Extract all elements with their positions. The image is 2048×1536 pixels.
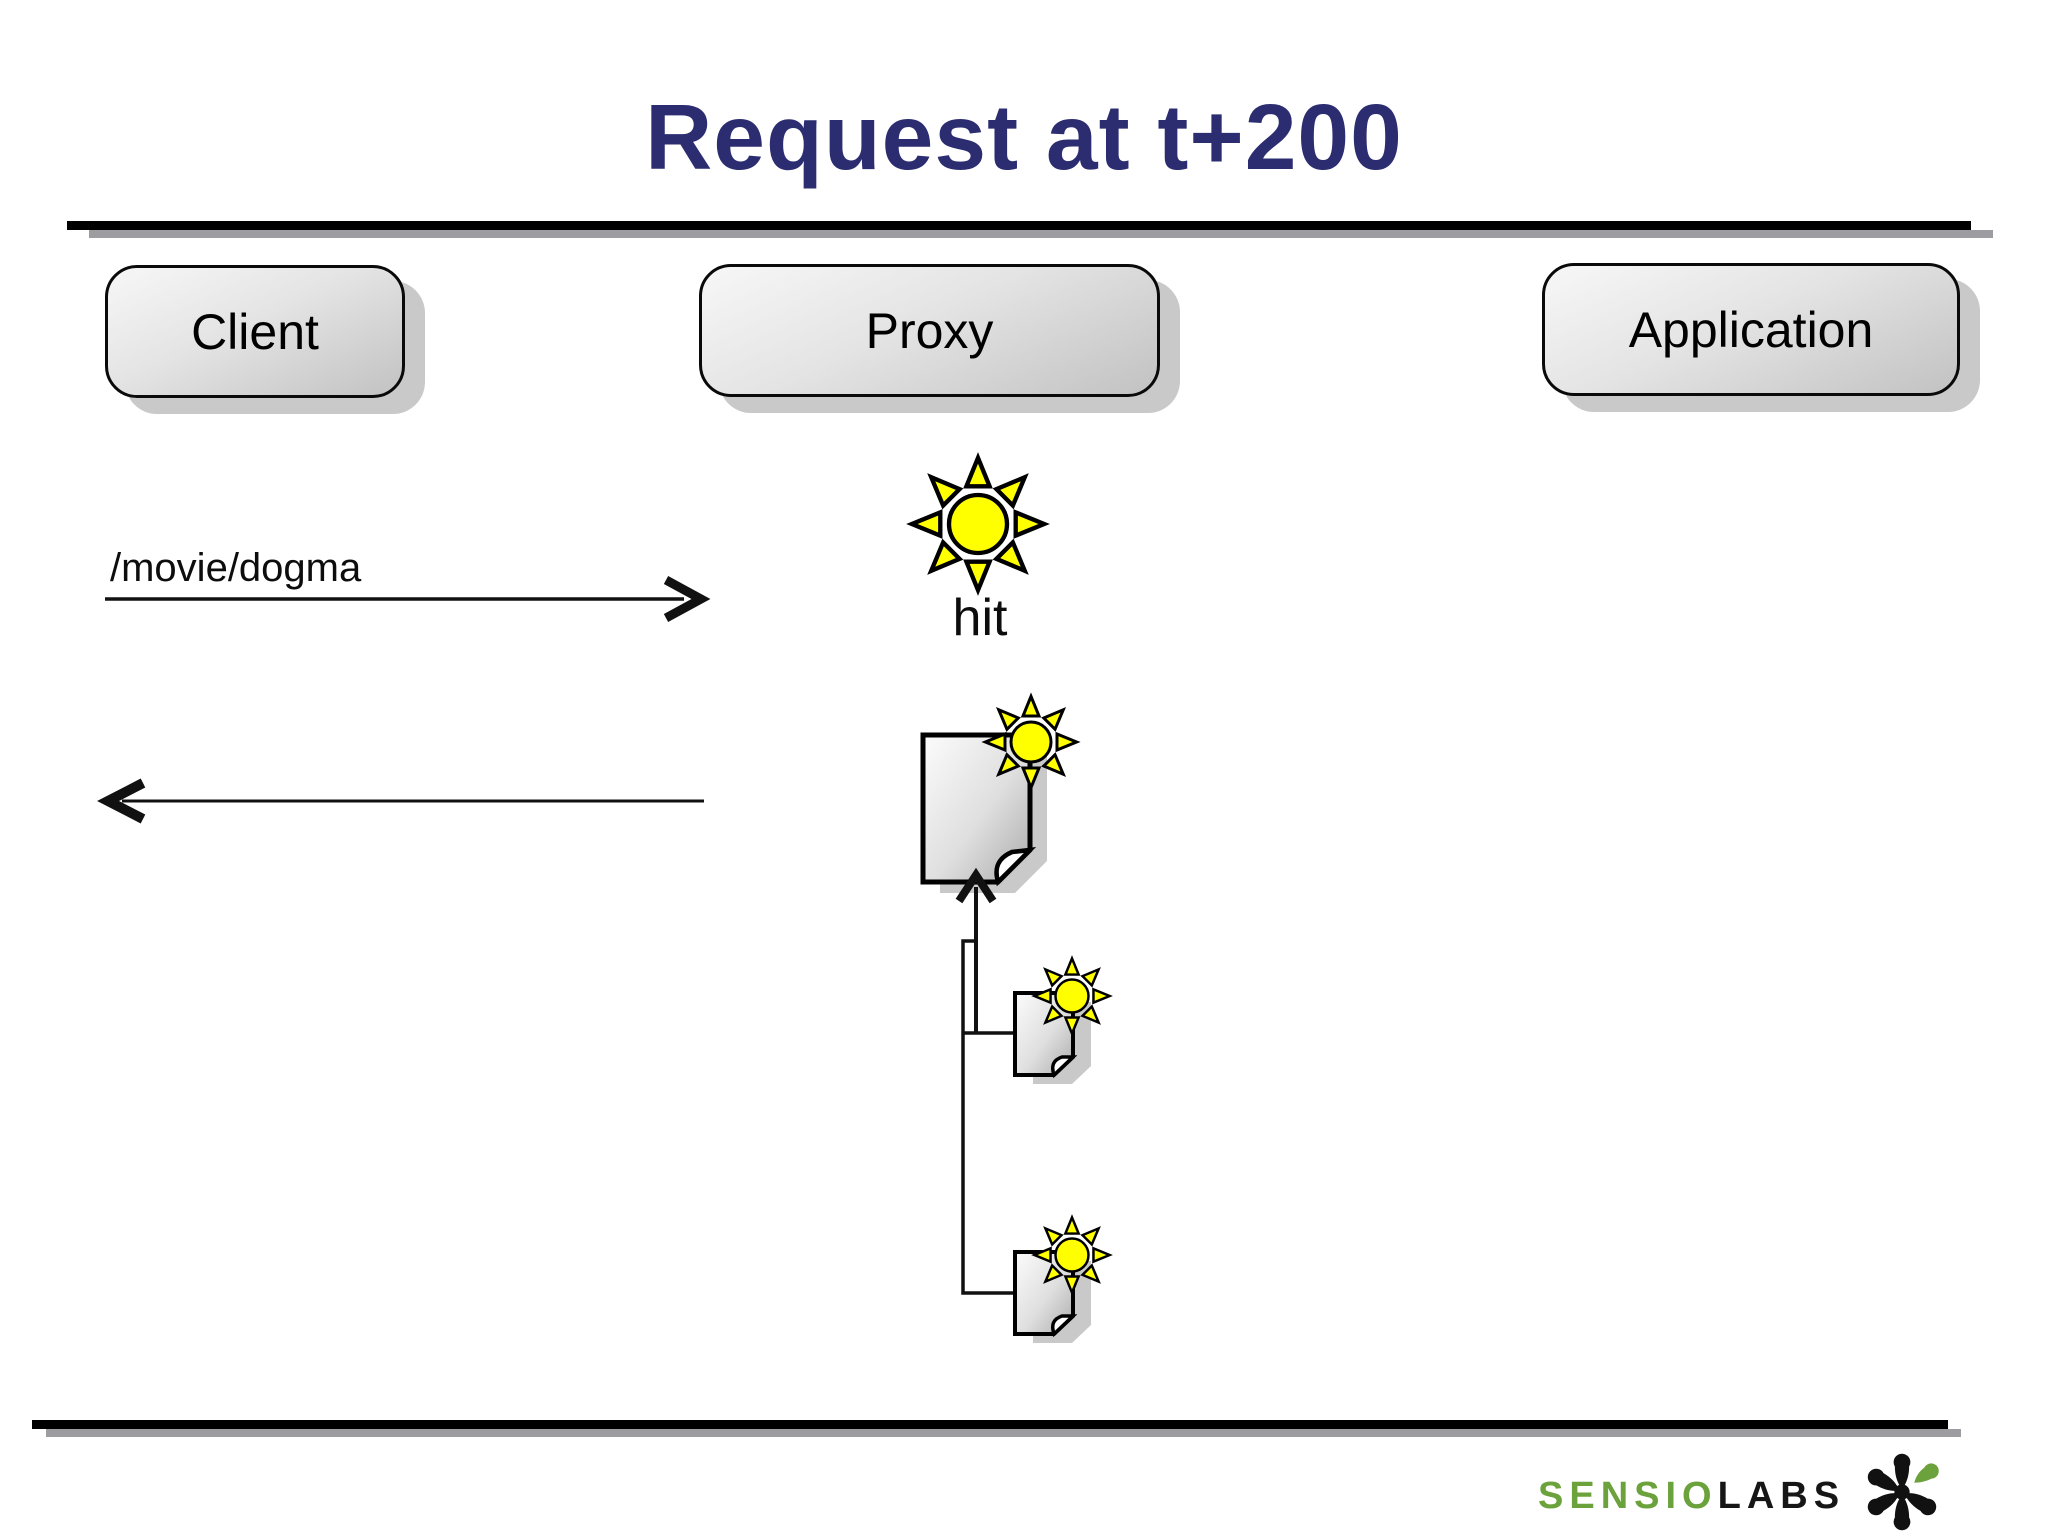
node-application-label: Application [1628,301,1874,358]
sun-icon-fragment-2 [1033,1216,1111,1294]
node-client: Client [105,265,405,398]
bottom-rule [32,1420,1948,1429]
logo-leaf [1914,1463,1939,1483]
response-arrow [97,778,704,824]
request-path-label: /movie/dogma [110,546,362,590]
sun-icon-cached-page [983,694,1079,790]
bottom-rule-shadow [46,1429,1961,1437]
node-application: Application [1542,263,1960,396]
top-rule [67,221,1971,230]
fragment-tree-connectors [955,867,1015,1295]
sun-icon-proxy-hit [912,458,1044,590]
node-proxy: Proxy [699,264,1160,397]
node-proxy-label: Proxy [865,302,994,359]
logo-text-labs: LABS [1717,1475,1846,1517]
node-client-label: Client [191,303,319,360]
slide-title: Request at t+200 [645,85,1403,189]
sun-icon-fragment-1 [1033,957,1111,1035]
cache-status-label: hit [952,589,1008,647]
logo-text-sensio: SENSIO [1538,1475,1718,1517]
asterisk-splat-icon [1867,1453,1939,1531]
top-rule-shadow [89,230,1993,238]
request-arrow [105,576,711,622]
